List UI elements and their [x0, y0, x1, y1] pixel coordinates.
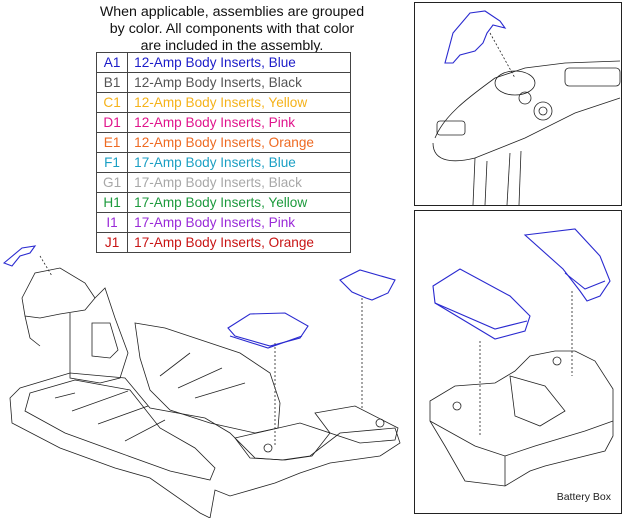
battery-box-inset: Battery Box	[414, 210, 622, 514]
legend-code: F1	[95, 152, 129, 173]
legend-description: 17-Amp Body Inserts, Pink	[127, 212, 352, 233]
floor-grips	[54, 352, 246, 442]
legend-description: 17-Amp Body Inserts, Orange	[127, 232, 352, 253]
legend-description: 12-Amp Body Inserts, Yellow	[127, 92, 352, 113]
battery-box-diagram	[429, 228, 614, 487]
platform-diagram	[2, 245, 401, 518]
assembly-note: When applicable, assemblies are grouped …	[92, 4, 372, 55]
legend-description: 12-Amp Body Inserts, Black	[127, 72, 352, 93]
tiller-head	[21, 267, 96, 319]
note-line: by color. All components with that color	[109, 21, 355, 37]
legend-description: 12-Amp Body Inserts, Blue	[127, 52, 352, 73]
legend-description: 12-Amp Body Inserts, Orange	[127, 132, 352, 153]
tiller-column	[69, 287, 129, 384]
rear-insert-part-large	[227, 312, 309, 347]
highlighted-parts	[432, 228, 611, 340]
legend-code: C1	[95, 92, 129, 113]
highlighted-parts	[2, 245, 396, 349]
legend-description: 12-Amp Body Inserts, Pink	[127, 112, 352, 133]
legend-code: H1	[95, 192, 129, 213]
battery-box-body	[429, 350, 614, 487]
note-line: When applicable, assemblies are grouped	[99, 4, 365, 20]
tiller-insert-part	[2, 245, 37, 267]
legend-code: B1	[95, 72, 129, 93]
rear-insert-part-small	[339, 269, 396, 301]
battery-box-label: Battery Box	[556, 491, 611, 503]
tiller-detail-diagram	[432, 10, 621, 205]
legend-description: 17-Amp Body Inserts, Blue	[127, 152, 352, 173]
battery-insert-part-right	[523, 228, 611, 302]
legend-code: A1	[95, 52, 129, 73]
legend-code: G1	[95, 172, 129, 193]
tiller-insert-part	[444, 10, 507, 64]
legend-code: J1	[95, 232, 129, 253]
legend-code: D1	[95, 112, 129, 133]
legend-description: 17-Amp Body Inserts, Black	[127, 172, 352, 193]
legend-code: E1	[95, 132, 129, 153]
floor-platform	[9, 372, 401, 518]
battery-insert-part-left	[432, 268, 531, 340]
note-line: are included in the assembly.	[140, 38, 324, 54]
tiller-detail-inset	[414, 2, 622, 206]
legend-description: 17-Amp Body Inserts, Yellow	[127, 192, 352, 213]
